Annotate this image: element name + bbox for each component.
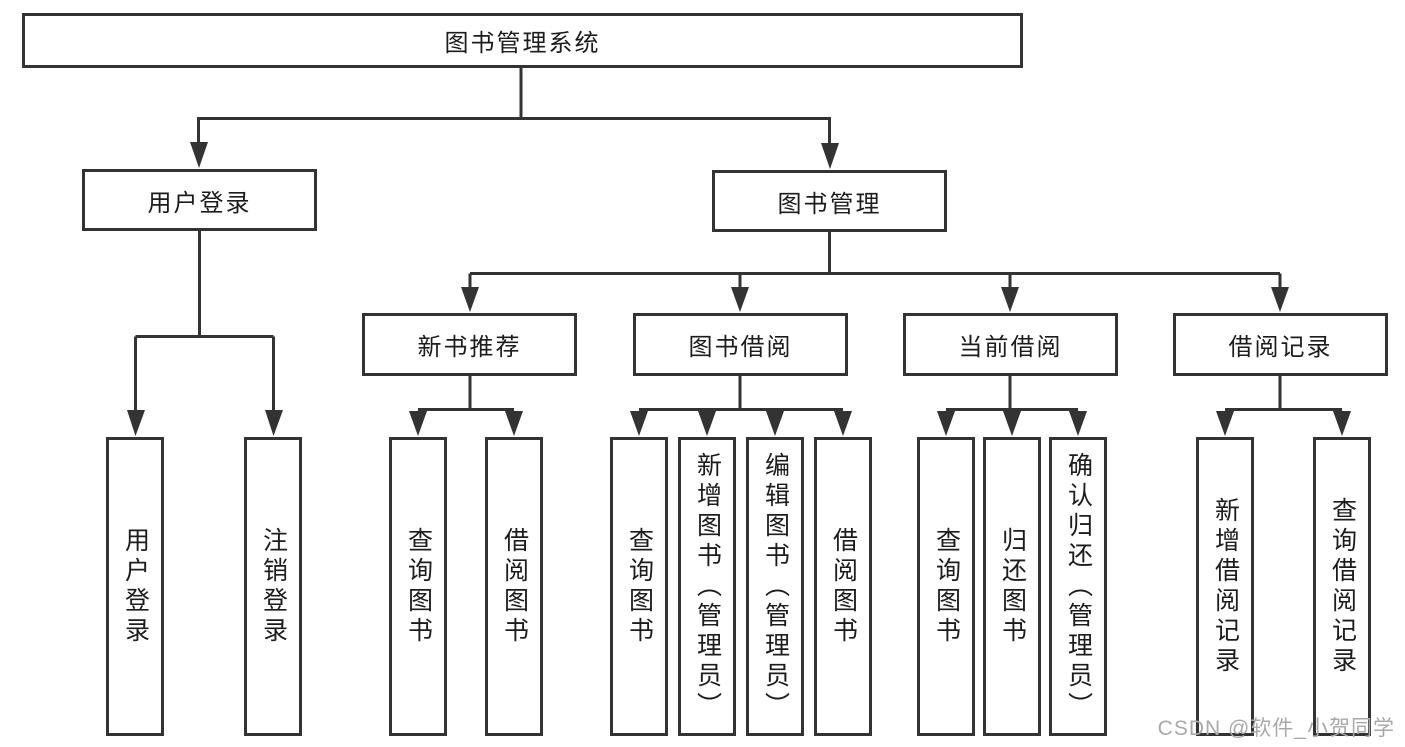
leaf-query-borrow-record: 查询借阅记录 xyxy=(1313,437,1371,736)
leaf-recommend-borrow-book: 借阅图书 xyxy=(485,437,543,736)
node-book-borrowing: 图书借阅 xyxy=(633,313,848,376)
leaf-user-login: 用户登录 xyxy=(106,437,164,736)
leaf-borrowing-query-book: 查询图书 xyxy=(610,437,668,736)
leaf-add-borrow-record: 新增借阅记录 xyxy=(1196,437,1254,736)
node-user-login: 用户登录 xyxy=(82,169,317,231)
node-root-system: 图书管理系统 xyxy=(22,13,1023,68)
leaf-confirm-return-admin: 确认归还（管理员） xyxy=(1049,437,1107,736)
connector-arrowheads xyxy=(127,142,1351,436)
node-current-borrowing: 当前借阅 xyxy=(903,313,1118,376)
leaf-add-book-admin: 新增图书（管理员） xyxy=(678,437,736,736)
node-book-management: 图书管理 xyxy=(712,170,947,232)
leaf-recommend-query-book: 查询图书 xyxy=(389,437,447,736)
node-borrowing-records: 借阅记录 xyxy=(1173,313,1388,376)
connector-lines xyxy=(134,66,1342,412)
leaf-logout: 注销登录 xyxy=(244,437,302,736)
leaf-borrow-book: 借阅图书 xyxy=(814,437,872,736)
leaf-current-query-book: 查询图书 xyxy=(917,437,975,736)
leaf-edit-book-admin: 编辑图书（管理员） xyxy=(746,437,804,736)
node-new-book-recommend: 新书推荐 xyxy=(362,313,577,376)
leaf-return-book: 归还图书 xyxy=(983,437,1041,736)
